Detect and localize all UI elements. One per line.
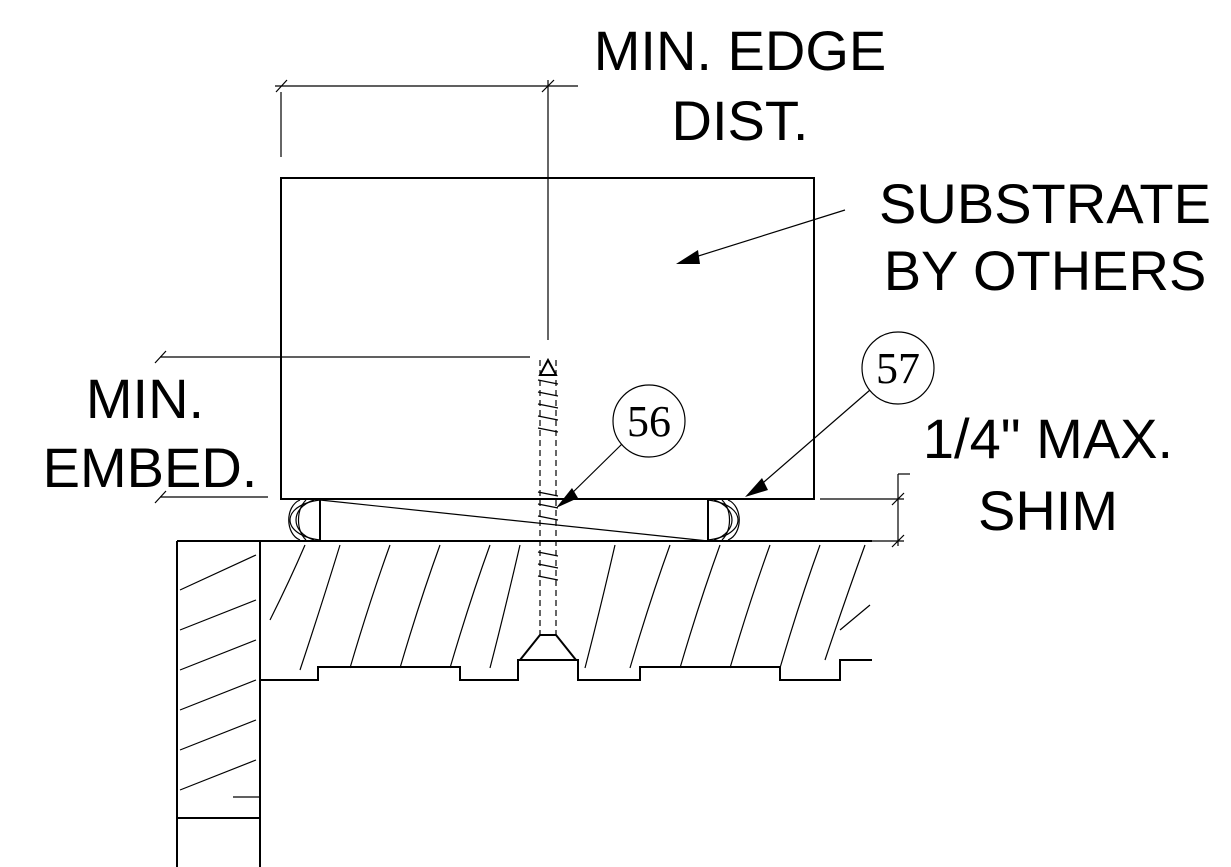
edge-distance-label-line1: MIN. EDGE bbox=[594, 19, 886, 82]
substrate-label-line2: BY OTHERS bbox=[884, 239, 1207, 302]
shim-label-line2: SHIM bbox=[978, 479, 1118, 542]
tag-56-label: 56 bbox=[627, 397, 671, 446]
edge-distance-dimension bbox=[275, 79, 578, 340]
fastener-screw bbox=[517, 357, 579, 661]
sealant-joint-right bbox=[707, 499, 740, 541]
tag-56-callout: 56 bbox=[556, 384, 686, 508]
shim-layer bbox=[281, 498, 814, 542]
substrate-leader bbox=[676, 209, 846, 264]
sealant-joint-left bbox=[288, 499, 321, 541]
tag-57-callout: 57 bbox=[745, 331, 935, 497]
edge-distance-label-line2: DIST. bbox=[672, 89, 809, 152]
embed-label-line2: EMBED. bbox=[43, 436, 258, 499]
tag-57-label: 57 bbox=[876, 344, 920, 393]
shim-dimension bbox=[820, 473, 910, 548]
substrate-label-line1: SUBSTRATE bbox=[879, 172, 1211, 235]
shim-label-line1: 1/4" MAX. bbox=[923, 407, 1173, 470]
frame-profile bbox=[176, 540, 872, 867]
embedment-dimension bbox=[154, 350, 530, 504]
embed-label-line1: MIN. bbox=[86, 367, 204, 430]
